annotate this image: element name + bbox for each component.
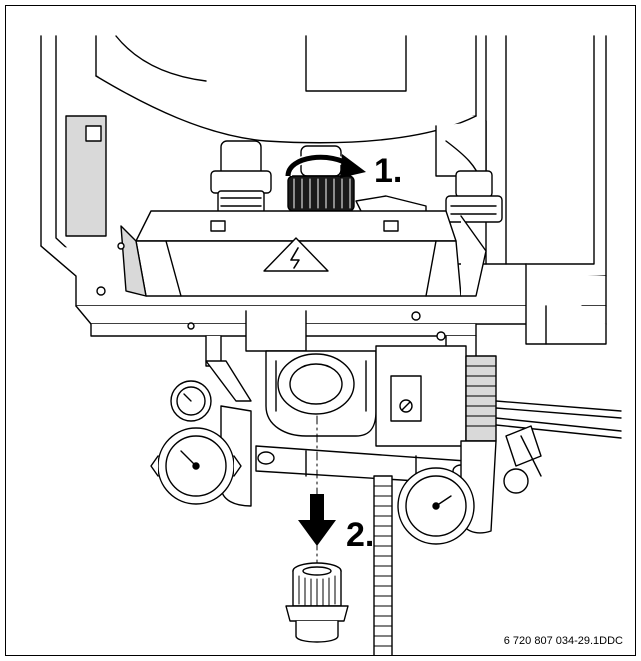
- hydraulic-block: [205, 310, 622, 447]
- step-2-label: 2.: [346, 516, 375, 554]
- down-arrow-icon: [298, 494, 336, 546]
- right-valve: [397, 425, 542, 545]
- siphon-cup: [285, 562, 349, 643]
- drain-hose: [373, 475, 393, 655]
- step-1-label: 1.: [374, 152, 403, 190]
- figure-frame: 1. 2. 6 720 807 034-29.1DDC: [5, 5, 636, 656]
- high-voltage-warning-icon: [263, 237, 329, 272]
- rotate-arrow-icon: [284, 153, 366, 178]
- small-pressure-gauge: [170, 360, 252, 422]
- boiler-drawing: [40, 35, 622, 655]
- left-connection: [210, 140, 272, 214]
- left-valve: [150, 405, 252, 507]
- document-code: 6 720 807 034-29.1DDC: [503, 635, 623, 647]
- heat-exchanger: [95, 35, 487, 182]
- frame-rail: [96, 242, 446, 341]
